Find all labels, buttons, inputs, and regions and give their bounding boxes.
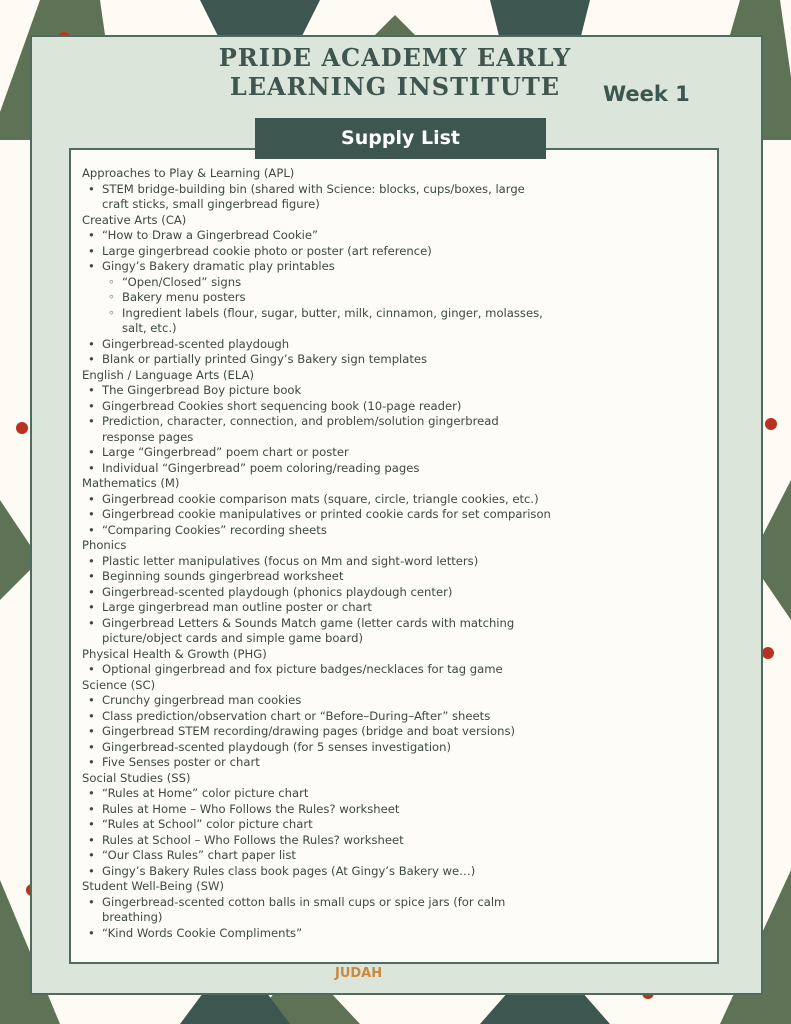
- item-text: Prediction, character, connection, and p…: [102, 414, 499, 444]
- list-item: Large gingerbread man outline poster or …: [88, 600, 552, 616]
- list-item: Gingerbread Letters & Sounds Match game …: [88, 615, 552, 647]
- item-text: “Kind Words Cookie Compliments”: [102, 925, 303, 940]
- supply-items: Crunchy gingerbread man cookiesClass pre…: [82, 693, 552, 771]
- list-item: “Rules at Home” color picture chart: [88, 786, 552, 802]
- list-item: Gingerbread cookie manipulatives or prin…: [88, 507, 552, 523]
- list-item: STEM bridge-building bin (shared with Sc…: [88, 181, 552, 213]
- item-text: Gingerbread cookie comparison mats (squa…: [102, 491, 539, 506]
- list-item: Gingerbread cookie comparison mats (squa…: [88, 491, 552, 508]
- item-text: Crunchy gingerbread man cookies: [102, 693, 302, 707]
- item-text: “Our Class Rules” chart paper list: [102, 848, 296, 862]
- item-text: Large gingerbread cookie photo or poster…: [102, 243, 432, 258]
- list-item: “Comparing Cookies” recording sheets: [88, 522, 552, 539]
- list-item: Rules at Home – Who Follows the Rules? w…: [88, 801, 552, 818]
- supply-items: “How to Draw a Gingerbread Cookie”Large …: [82, 228, 552, 368]
- item-text: Gingerbread-scented playdough: [102, 336, 290, 351]
- section-heading: Creative Arts (CA): [82, 212, 187, 227]
- list-item: Blank or partially printed Gingy’s Baker…: [88, 352, 552, 368]
- item-text: Gingerbread-scented playdough (for 5 sen…: [102, 739, 452, 754]
- item-text: STEM bridge-building bin (shared with Sc…: [102, 181, 525, 212]
- section-heading: Science (SC): [82, 677, 156, 692]
- item-text: Beginning sounds gingerbread worksheet: [102, 569, 344, 583]
- list-item: Gingerbread-scented cotton balls in smal…: [88, 894, 552, 926]
- item-text: “Rules at Home” color picture chart: [102, 786, 309, 800]
- item-text: Gingy’s Bakery Rules class book pages (A…: [102, 863, 476, 878]
- list-item: “How to Draw a Gingerbread Cookie”: [88, 228, 552, 244]
- supply-list-heading: Supply List: [255, 118, 546, 159]
- list-item: Gingerbread-scented playdough (phonics p…: [88, 584, 552, 601]
- list-item: Plastic letter manipulatives (focus on M…: [88, 553, 552, 570]
- supply-list: Approaches to Play & Learning (APL)STEM …: [82, 166, 552, 941]
- supply-items: Gingerbread-scented cotton balls in smal…: [82, 895, 552, 942]
- item-text: Gingerbread-scented playdough (phonics p…: [102, 584, 453, 599]
- item-text: Gingy’s Bakery dramatic play printables: [102, 259, 335, 273]
- sub-list-item: Bakery menu posters: [108, 290, 552, 306]
- section-heading: Physical Health & Growth (PHG): [82, 646, 267, 661]
- list-item: Crunchy gingerbread man cookies: [88, 693, 552, 709]
- week-label: Week 1: [603, 82, 690, 106]
- list-item: “Kind Words Cookie Compliments”: [88, 925, 552, 942]
- supply-items: “Rules at Home” color picture chartRules…: [82, 786, 552, 879]
- item-text: “How to Draw a Gingerbread Cookie”: [102, 228, 319, 242]
- list-item: “Our Class Rules” chart paper list: [88, 848, 552, 864]
- section-heading: English / Language Arts (ELA): [82, 367, 255, 382]
- item-text: Five Senses poster or chart: [102, 755, 260, 769]
- list-item: “Rules at School” color picture chart: [88, 817, 552, 833]
- judah-logo: JUDAH: [335, 966, 383, 981]
- list-item: Beginning sounds gingerbread worksheet: [88, 569, 552, 585]
- sub-list-item: Ingredient labels (flour, sugar, butter,…: [108, 306, 552, 337]
- supply-items: Optional gingerbread and fox picture bad…: [82, 662, 552, 678]
- section-heading: Phonics: [82, 538, 127, 552]
- supply-items: Plastic letter manipulatives (focus on M…: [82, 554, 552, 647]
- section-heading: Social Studies (SS): [82, 770, 191, 785]
- item-text: Gingerbread-scented cotton balls in smal…: [102, 894, 506, 925]
- list-item: Gingerbread Cookies short sequencing boo…: [88, 398, 552, 415]
- item-text: Gingerbread STEM recording/drawing pages…: [102, 724, 516, 738]
- section-heading: Mathematics (M): [82, 476, 180, 490]
- list-item: Gingy’s Bakery Rules class book pages (A…: [88, 863, 552, 880]
- item-text: Individual “Gingerbread” poem coloring/r…: [102, 460, 420, 475]
- item-text: Large gingerbread man outline poster or …: [102, 600, 372, 614]
- item-text: “Rules at School” color picture chart: [102, 817, 313, 831]
- supply-items: STEM bridge-building bin (shared with Sc…: [82, 182, 552, 213]
- item-text: The Gingerbread Boy picture book: [102, 383, 302, 397]
- item-text: Rules at Home – Who Follows the Rules? w…: [102, 801, 400, 816]
- list-item: Prediction, character, connection, and p…: [88, 414, 552, 445]
- item-text: Class prediction/observation chart or “B…: [102, 708, 491, 723]
- list-item: Gingerbread-scented playdough: [88, 336, 552, 353]
- item-text: Rules at School – Who Follows the Rules?…: [102, 832, 404, 847]
- list-item: Large gingerbread cookie photo or poster…: [88, 243, 552, 260]
- sub-items: “Open/Closed” signsBakery menu postersIn…: [102, 275, 552, 337]
- list-item: Optional gingerbread and fox picture bad…: [88, 662, 552, 678]
- section-heading: Approaches to Play & Learning (APL): [82, 166, 295, 180]
- list-item: Rules at School – Who Follows the Rules?…: [88, 832, 552, 849]
- list-item: Five Senses poster or chart: [88, 755, 552, 771]
- item-text: Optional gingerbread and fox picture bad…: [102, 662, 503, 676]
- item-text: Large “Gingerbread” poem chart or poster: [102, 445, 349, 459]
- list-item: The Gingerbread Boy picture book: [88, 383, 552, 399]
- section-heading: Student Well-Being (SW): [82, 879, 225, 893]
- item-text: Gingerbread Letters & Sounds Match game …: [102, 615, 515, 646]
- supply-items: The Gingerbread Boy picture bookGingerbr…: [82, 383, 552, 476]
- list-item: Gingy’s Bakery dramatic play printables “…: [88, 259, 552, 337]
- item-text: Blank or partially printed Gingy’s Baker…: [102, 352, 428, 366]
- list-item: Class prediction/observation chart or “B…: [88, 708, 552, 725]
- list-item: Individual “Gingerbread” poem coloring/r…: [88, 460, 552, 477]
- sub-list-item: “Open/Closed” signs: [108, 275, 552, 291]
- list-item: Gingerbread STEM recording/drawing pages…: [88, 724, 552, 740]
- supply-items: Gingerbread cookie comparison mats (squa…: [82, 492, 552, 539]
- list-item: Large “Gingerbread” poem chart or poster: [88, 445, 552, 461]
- item-text: Gingerbread Cookies short sequencing boo…: [102, 398, 462, 413]
- list-item: Gingerbread-scented playdough (for 5 sen…: [88, 739, 552, 756]
- page-title: PRIDE ACADEMY EARLY LEARNING INSTITUTE: [218, 43, 572, 101]
- item-text: “Comparing Cookies” recording sheets: [102, 522, 327, 537]
- item-text: Plastic letter manipulatives (focus on M…: [102, 553, 479, 568]
- item-text: Gingerbread cookie manipulatives or prin…: [102, 507, 551, 521]
